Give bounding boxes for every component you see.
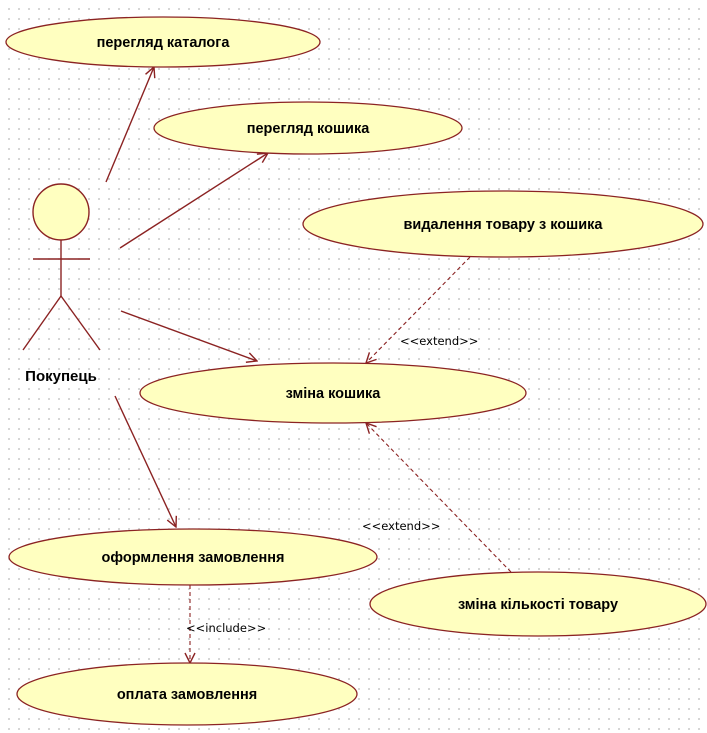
include-label-payment: <<include>> — [186, 621, 266, 635]
use-case-payment[interactable]: оплата замовлення — [16, 662, 358, 726]
use-case-checkout-shape — [8, 528, 378, 586]
actor-left-leg — [22, 295, 62, 351]
use-case-change-qty-label: зміна кількості товару — [458, 597, 618, 613]
use-case-remove-item[interactable]: видалення товару з кошика — [302, 190, 704, 258]
use-case-remove-item-label: видалення товару з кошика — [404, 217, 604, 233]
use-case-payment-shape — [16, 662, 358, 726]
actor-name: Покупець — [25, 368, 97, 385]
extend-label-remove: <<extend>> — [400, 334, 478, 348]
use-case-catalog-label: перегляд каталога — [97, 35, 231, 51]
extend-change-qty — [366, 423, 512, 573]
use-case-checkout-label: оформлення замовлення — [102, 550, 285, 566]
use-case-change-cart[interactable]: зміна кошика — [139, 362, 527, 424]
use-case-catalog[interactable]: перегляд каталога — [5, 16, 321, 68]
association-checkout — [114, 395, 176, 527]
actor-right-leg — [60, 295, 101, 351]
use-case-change-qty[interactable]: зміна кількості товару — [369, 571, 707, 637]
use-case-cart-view-shape — [153, 101, 463, 155]
use-case-remove-item-shape — [302, 190, 704, 258]
use-case-cart-view-label: перегляд кошика — [247, 121, 371, 137]
association-cart-view — [119, 153, 268, 249]
association-catalog — [105, 67, 154, 183]
use-case-cart-view[interactable]: перегляд кошика — [153, 101, 463, 155]
use-case-checkout[interactable]: оформлення замовлення — [8, 528, 378, 586]
use-case-change-qty-shape — [369, 571, 707, 637]
extend-remove-item — [366, 256, 471, 363]
use-case-change-cart-label: зміна кошика — [286, 386, 382, 402]
actor-buyer[interactable]: Покупець — [22, 183, 101, 385]
actor-head — [32, 183, 90, 241]
use-case-change-cart-shape — [139, 362, 527, 424]
use-case-payment-label: оплата замовлення — [117, 687, 257, 703]
extend-label-qty: <<extend>> — [362, 519, 440, 533]
association-change-cart — [120, 310, 257, 361]
use-case-catalog-shape — [5, 16, 321, 68]
